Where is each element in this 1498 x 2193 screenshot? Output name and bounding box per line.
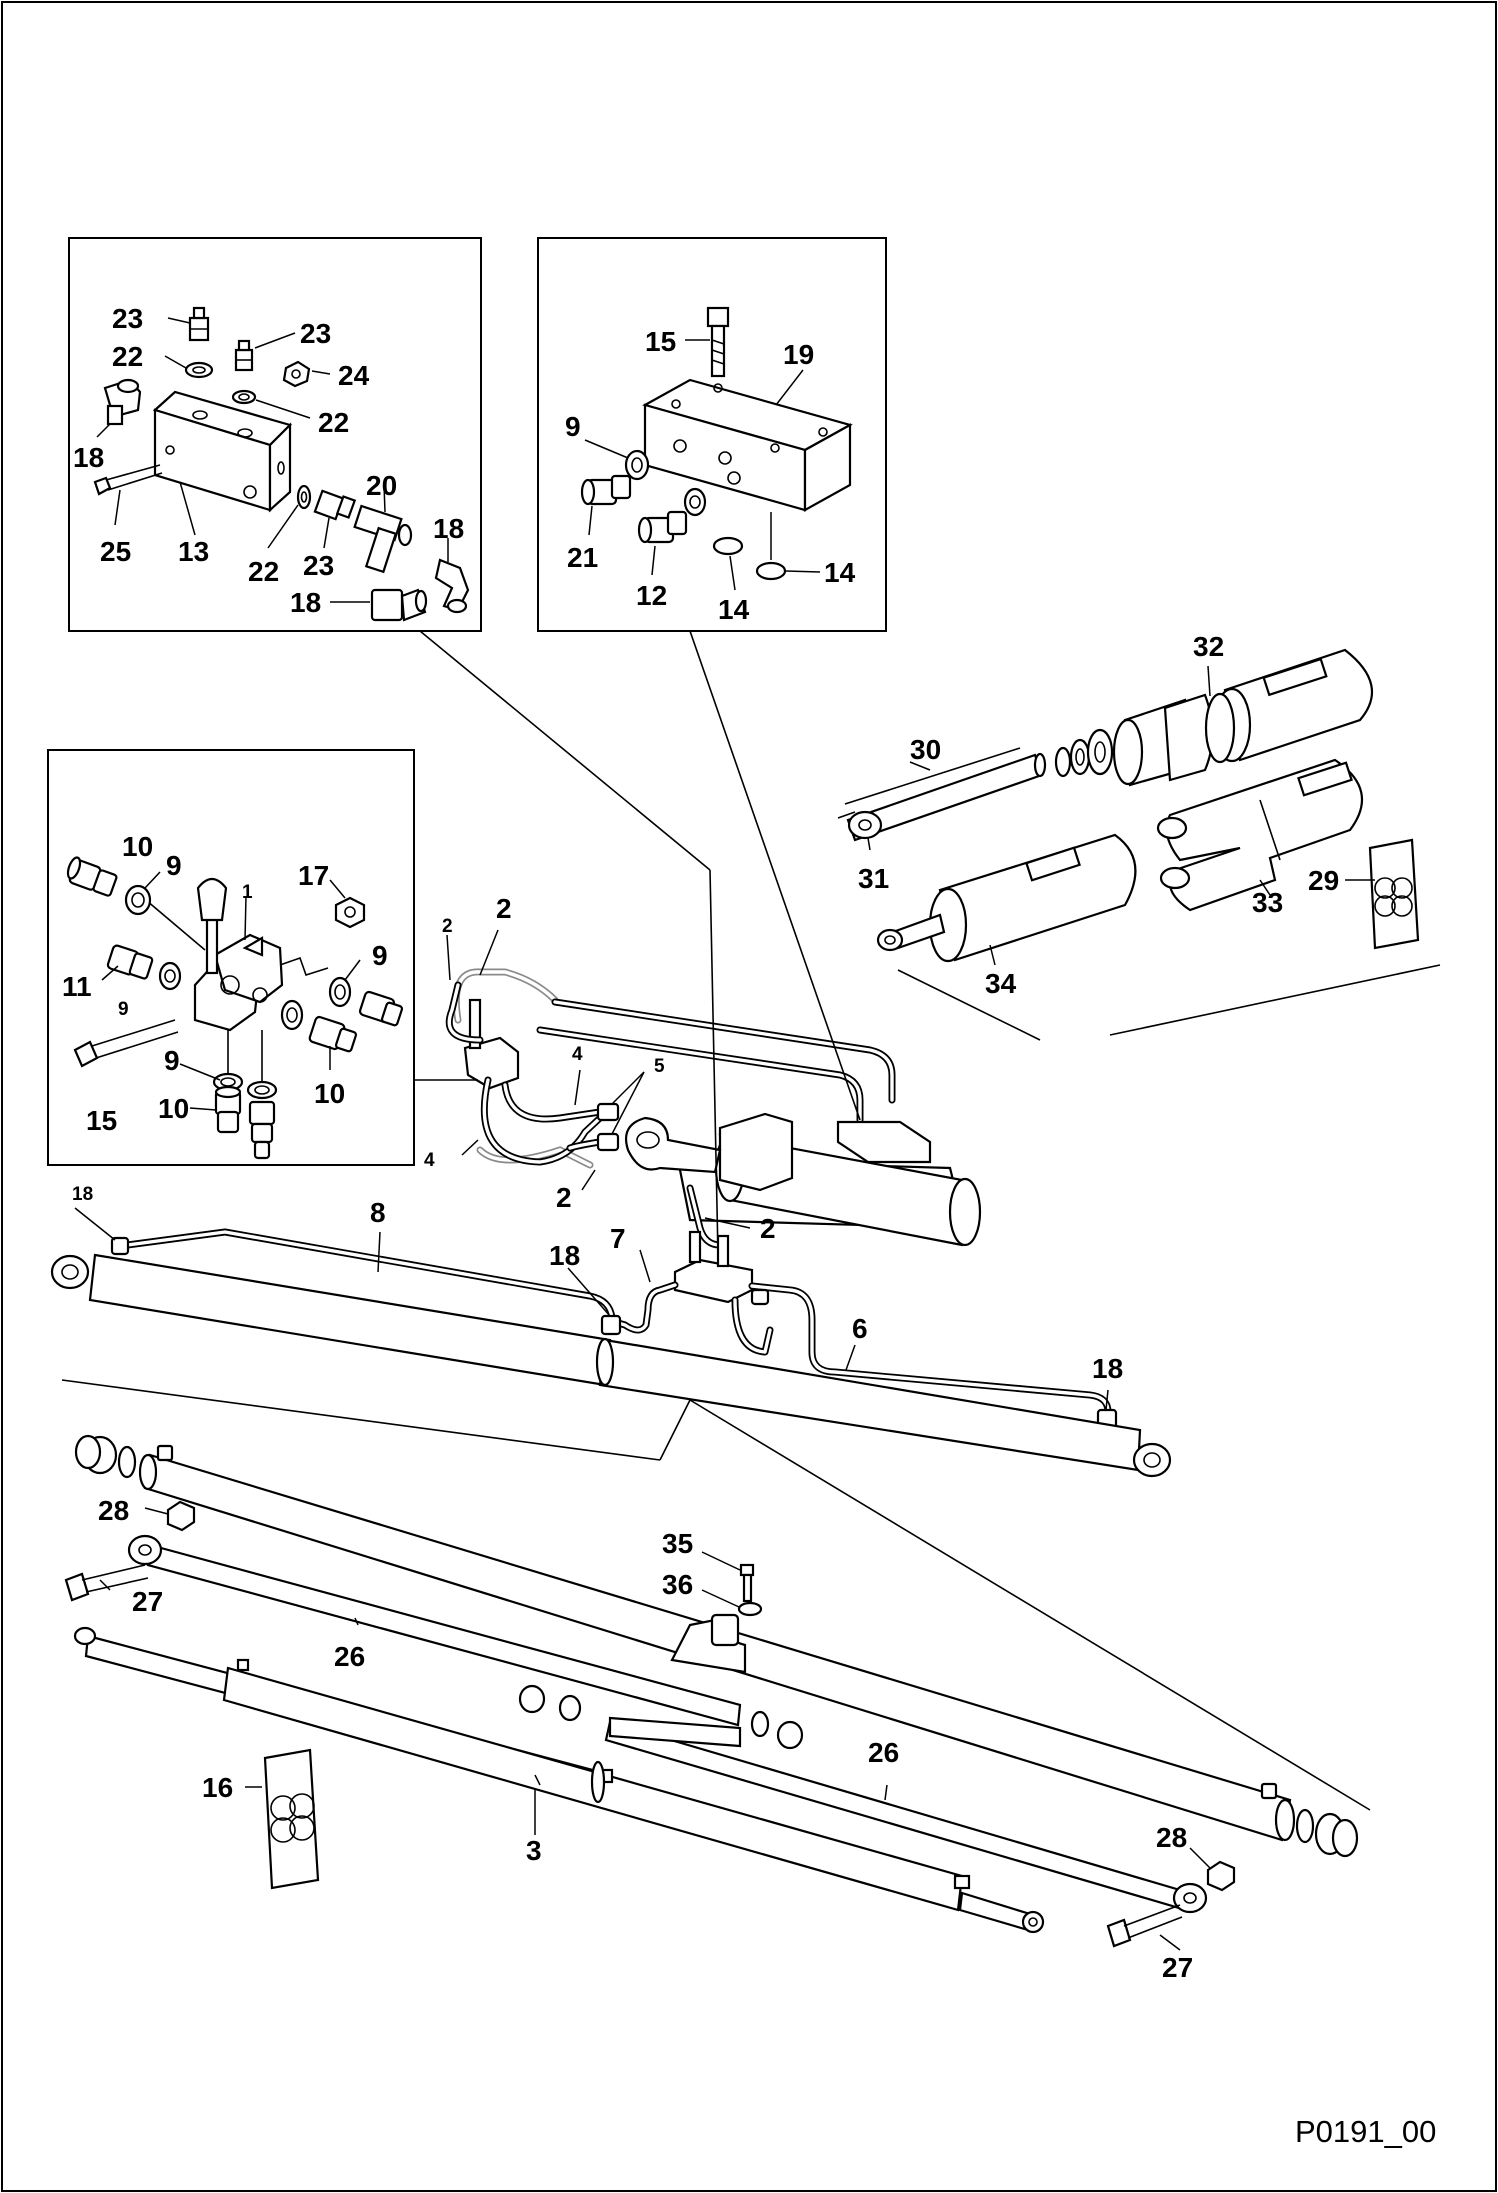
- callout-10: 10: [314, 1078, 345, 1109]
- main-hydraulic-assembly: [50, 630, 1371, 1811]
- callout-26: 26: [334, 1641, 365, 1672]
- callout-18: 18: [1092, 1353, 1123, 1384]
- callout-23: 23: [112, 303, 143, 334]
- callout-22: 22: [318, 407, 349, 438]
- callout-9: 9: [166, 850, 182, 881]
- drawing-code: P0191_00: [1295, 2114, 1436, 2149]
- callout-10: 10: [122, 831, 153, 862]
- callout-9: 9: [164, 1045, 180, 1076]
- callout-23: 23: [303, 550, 334, 581]
- callout-15: 15: [86, 1105, 117, 1136]
- callout-11: 11: [62, 971, 92, 1002]
- callout-4: 4: [572, 1044, 583, 1065]
- callout-15: 15: [645, 326, 676, 357]
- callout-18: 18: [73, 442, 104, 473]
- callout-24: 24: [338, 360, 370, 391]
- callout-21: 21: [567, 542, 598, 573]
- callout-35: 35: [662, 1528, 693, 1559]
- cylinder-assembly-variants: [837, 648, 1441, 1041]
- callout-7: 7: [610, 1223, 626, 1254]
- callout-18: 18: [549, 1240, 580, 1271]
- callout-22: 22: [248, 556, 279, 587]
- callout-9: 9: [118, 999, 129, 1020]
- callout-26: 26: [868, 1737, 899, 1768]
- callout-14: 14: [824, 557, 856, 588]
- callout-30: 30: [910, 734, 941, 765]
- callout-9: 9: [372, 940, 388, 971]
- callout-2: 2: [496, 893, 512, 924]
- exploded-lower-cylinder: [64, 1434, 1359, 1951]
- detail-box-mounting-block: [537, 237, 887, 632]
- callout-16: 16: [202, 1772, 233, 1803]
- callout-33: 33: [1252, 887, 1283, 918]
- callout-10: 10: [158, 1093, 189, 1124]
- callout-2: 2: [760, 1213, 776, 1244]
- callout-28: 28: [1156, 1822, 1187, 1853]
- callout-34: 34: [985, 968, 1017, 999]
- callout-6: 6: [852, 1313, 868, 1344]
- callout-18: 18: [290, 587, 321, 618]
- callout-36: 36: [662, 1569, 693, 1600]
- callout-3: 3: [526, 1835, 542, 1866]
- callout-28: 28: [98, 1495, 129, 1526]
- callout-14: 14: [718, 594, 750, 625]
- callout-19: 19: [783, 339, 814, 370]
- callout-25: 25: [100, 536, 131, 567]
- callout-27: 27: [1162, 1952, 1193, 1983]
- callout-12: 12: [636, 580, 667, 611]
- callout-23: 23: [300, 318, 331, 349]
- callout-8: 8: [370, 1197, 386, 1228]
- detail-box-valve-block: [68, 237, 482, 632]
- callout-31: 31: [858, 863, 889, 894]
- callout-18: 18: [433, 513, 464, 544]
- callout-1: 1: [242, 882, 253, 903]
- callout-22: 22: [112, 341, 143, 372]
- callout-9: 9: [565, 411, 581, 442]
- callout-17: 17: [298, 860, 329, 891]
- callout-2: 2: [442, 916, 453, 937]
- callout-labels: 23 23 22 24 22 18 25 13 22 23 20 18 18 1…: [62, 303, 1339, 1983]
- callout-5: 5: [654, 1056, 665, 1077]
- callout-20: 20: [366, 470, 397, 501]
- callout-27: 27: [132, 1586, 163, 1617]
- callout-32: 32: [1193, 631, 1224, 662]
- callout-29: 29: [1308, 865, 1339, 896]
- detail-box-control-valve: [47, 749, 415, 1166]
- callout-13: 13: [178, 536, 209, 567]
- callout-2: 2: [556, 1182, 572, 1213]
- callout-18: 18: [72, 1184, 93, 1205]
- callout-4: 4: [424, 1150, 435, 1171]
